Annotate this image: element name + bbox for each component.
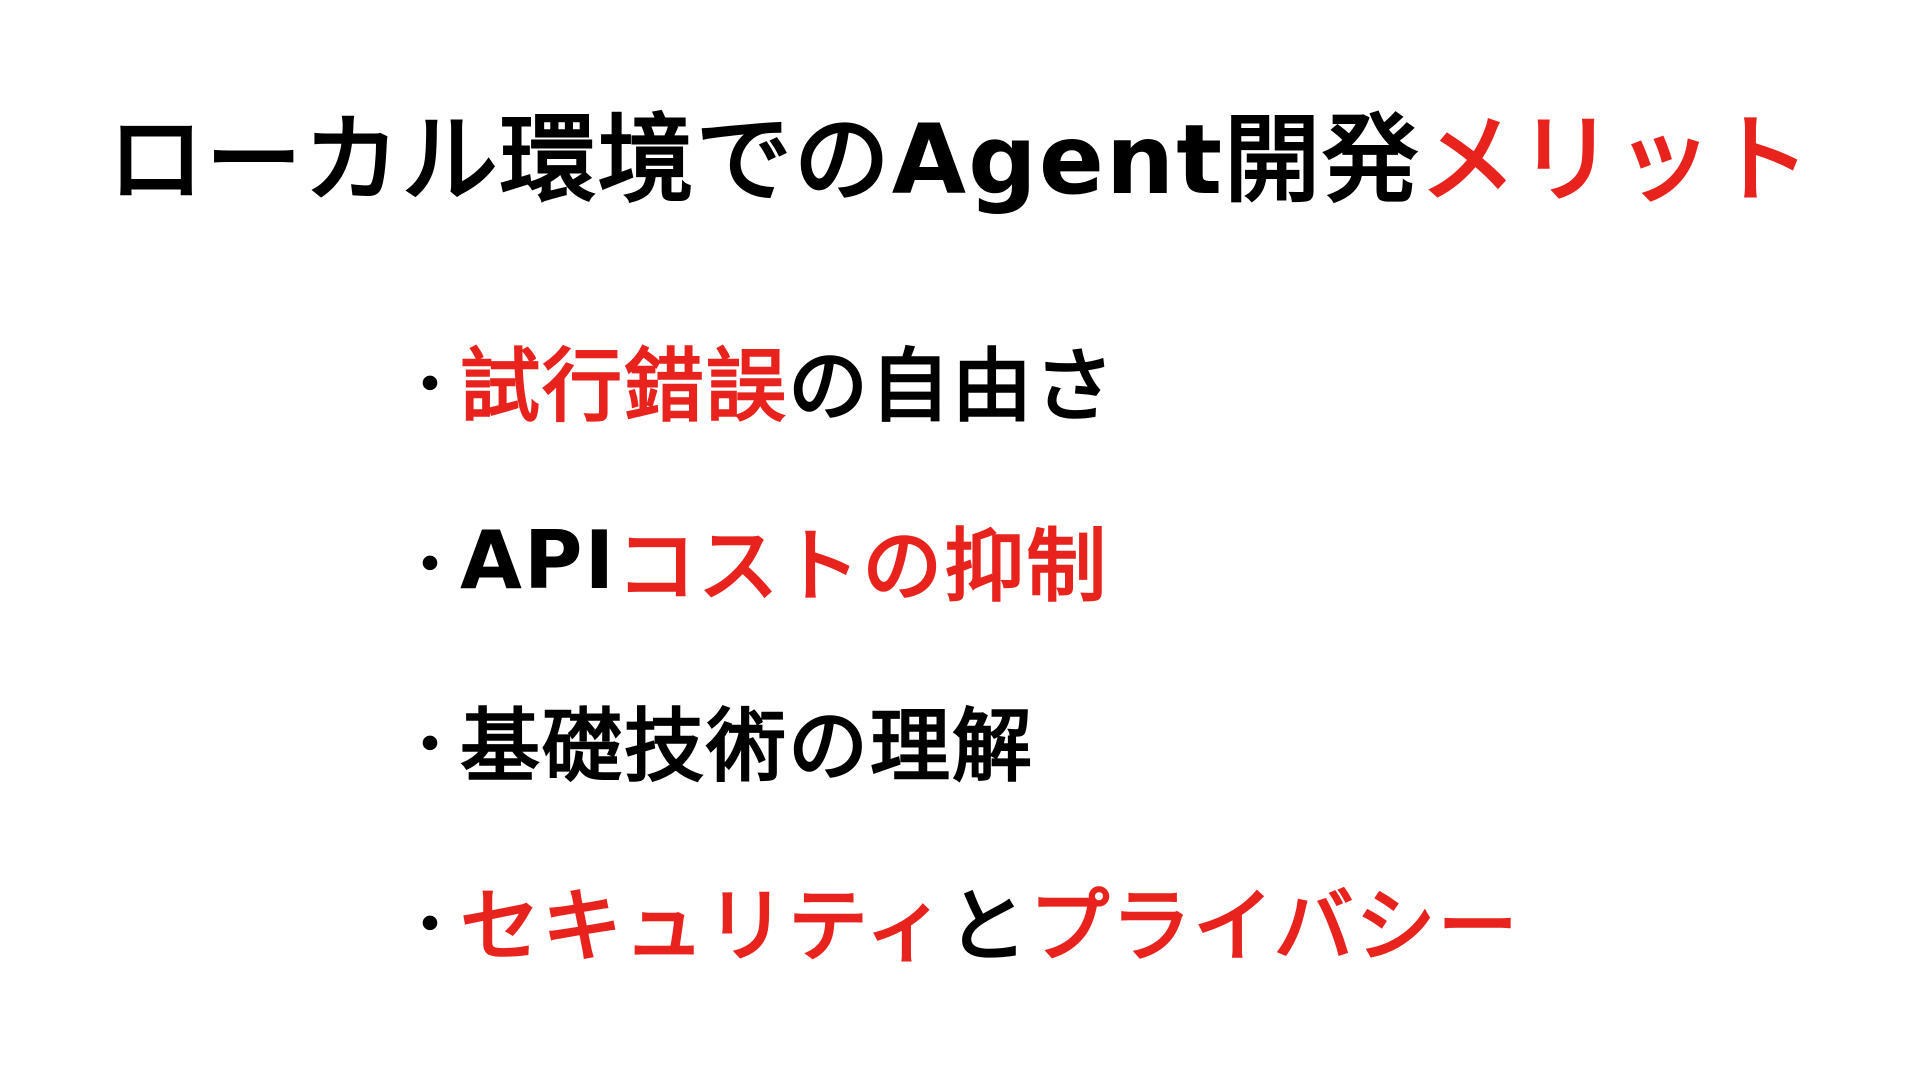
bullet-dot-icon: ・: [400, 530, 462, 601]
bullet-dot-icon: ・: [400, 890, 462, 961]
bullet-text-highlight: 試行錯誤: [460, 340, 788, 433]
bullet-text: API: [460, 513, 617, 607]
bullet-item-trial-and-error: ・ 試行錯誤の自由さ: [400, 330, 1520, 433]
bullet-dot-icon: ・: [400, 710, 462, 781]
bullet-text: と: [947, 880, 1030, 973]
bullet-text: 基礎技術の理解: [460, 700, 1034, 793]
title-prefix: ローカル環境でのAgent開発: [107, 104, 1421, 216]
bullet-text: の自由さ: [788, 340, 1116, 433]
bullet-item-security-privacy: ・ セキュリティとプライバシー: [400, 870, 1520, 973]
bullet-item-fundamentals: ・ 基礎技術の理解: [400, 690, 1520, 793]
bullet-text-highlight: セキュリティ: [460, 880, 948, 973]
bullet-dot-icon: ・: [400, 350, 462, 421]
bullet-text-highlight: プライバシー: [1029, 880, 1520, 973]
title-highlight: メリット: [1420, 104, 1813, 216]
bullet-text-highlight: コストの抑制: [616, 520, 1109, 613]
slide-title: ローカル環境でのAgent開発メリット: [0, 100, 1920, 220]
